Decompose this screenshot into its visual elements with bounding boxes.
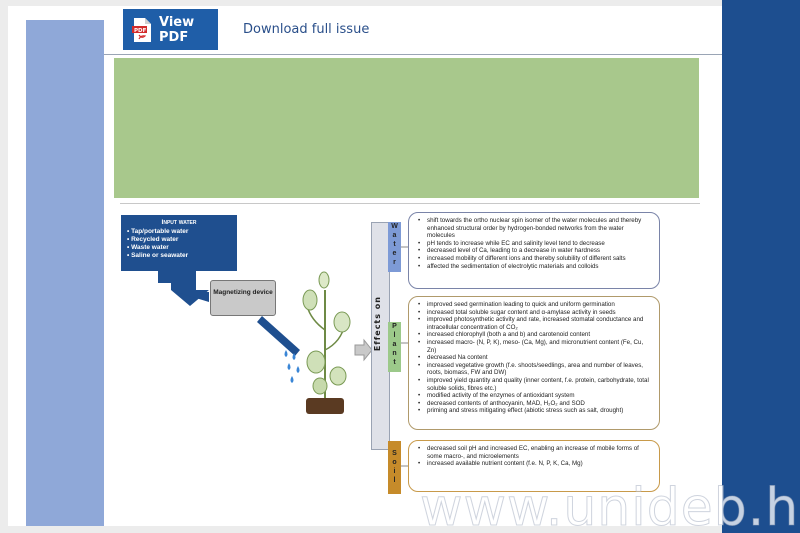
input-water-box: Input water Tap/portable water Recycled … (121, 215, 237, 271)
input-water-title: Input water (161, 219, 197, 226)
magnetizing-device-box: Magnetizing device (210, 280, 276, 316)
effect-item: increased vegetative growth (f.e. shoots… (418, 362, 653, 377)
toolbar-divider (104, 54, 722, 55)
water-tag: W a t e r (388, 222, 401, 272)
water-pipe (257, 316, 300, 356)
effect-item: decreased contents of anthocyanin, MAD, … (418, 400, 653, 408)
water-droplets (284, 350, 300, 383)
view-pdf-button[interactable]: PDF View PDF (123, 9, 218, 50)
soil-effects-box: decreased soil pH and increased EC, enab… (408, 440, 660, 492)
tag-letter: P (392, 323, 397, 330)
pdf-file-icon: PDF (131, 17, 153, 43)
plant-effects-box: improved seed germination leading to qui… (408, 296, 660, 430)
figure-top-divider (120, 203, 700, 204)
soil-tag: S o i l (388, 441, 401, 494)
effect-item: pH tends to increase while EC and salini… (418, 240, 653, 248)
tag-letter: W (391, 223, 398, 230)
tag-letter: t (393, 241, 396, 248)
plant-tag: P l a n t (388, 322, 401, 372)
plant-illustration (302, 271, 351, 414)
input-item: Waste water (127, 244, 231, 252)
effect-item: increased total soluble sugar content an… (418, 309, 653, 317)
tag-letter: a (392, 341, 397, 348)
tag-letter: o (392, 459, 397, 466)
input-item: Tap/portable water (127, 228, 231, 236)
effect-item: improved seed germination leading to qui… (418, 301, 653, 309)
tag-letter: i (393, 468, 396, 475)
effects-arrow (354, 338, 373, 362)
water-effects-box: shift towards the ortho nuclear spin iso… (408, 212, 660, 289)
effect-item: affected the sedimentation of electrolyt… (418, 263, 653, 271)
svg-text:PDF: PDF (134, 28, 147, 34)
effect-item: decreased soil pH and increased EC, enab… (418, 445, 653, 460)
download-full-issue-link[interactable]: Download full issue (243, 22, 370, 37)
effect-item: priming and stress mitigating effect (ab… (418, 407, 653, 415)
left-sidebar-strip (26, 20, 104, 526)
tag-letter: a (392, 232, 397, 239)
input-item: Saline or seawater (127, 252, 231, 260)
effect-item: shift towards the ortho nuclear spin iso… (418, 217, 653, 240)
effect-item: increased chlorophyll (both a and b) and… (418, 331, 653, 339)
flow-arrow-right (176, 292, 209, 302)
tag-letter: l (393, 332, 396, 339)
tag-letter: S (392, 450, 397, 457)
effect-item: increased macro- (N, P, K), meso- (Ca, M… (418, 339, 653, 354)
tag-letter: r (393, 259, 396, 266)
green-banner-panel (114, 58, 699, 198)
effect-item: increased available nutrient content (f.… (418, 460, 653, 468)
effect-item: increased mobility of different ions and… (418, 255, 653, 263)
tag-letter: l (393, 477, 396, 484)
tag-letter: n (392, 350, 397, 357)
effect-item: improved photosynthetic activity and rat… (418, 316, 653, 331)
right-side-band (722, 0, 800, 533)
unideb-watermark: www.unideb.hu (419, 478, 800, 533)
effect-item: decreased level of Ca, leading to a decr… (418, 247, 653, 255)
flow-arrow-down (158, 271, 209, 306)
effect-item: decreased Na content (418, 354, 653, 362)
tag-letter: e (392, 250, 397, 257)
input-item: Recycled water (127, 236, 231, 244)
effect-item: improved yield quantity and quality (inn… (418, 377, 653, 392)
effect-item: modified activity of the enzymes of anti… (418, 392, 653, 400)
effects-on-label: Effects on (373, 296, 382, 352)
view-pdf-label: View PDF (159, 14, 195, 45)
tag-letter: t (393, 359, 396, 366)
